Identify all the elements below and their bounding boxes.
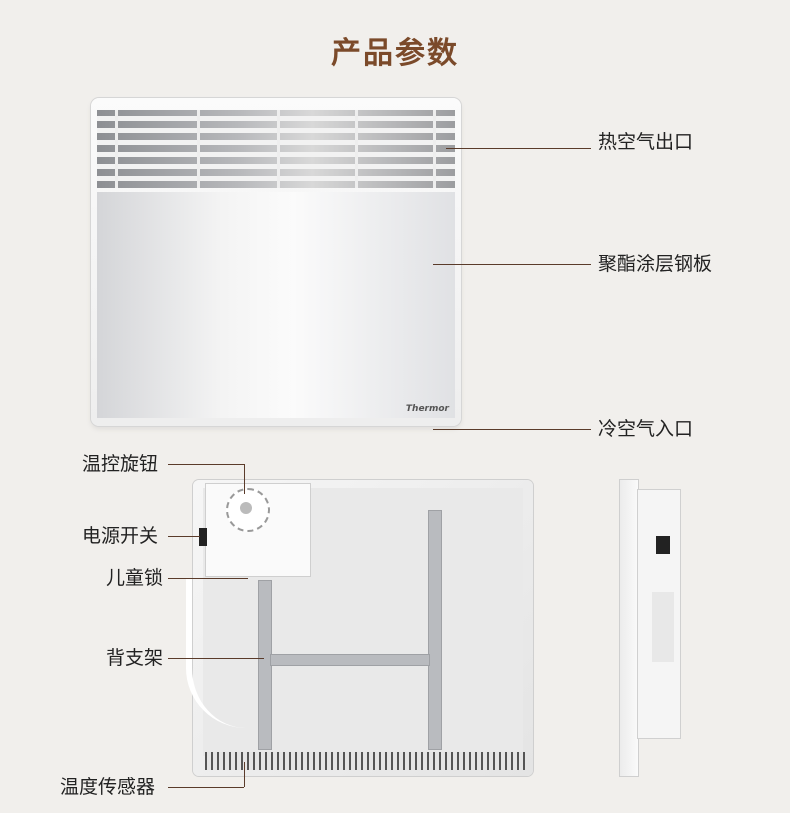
leader-line [168,536,200,537]
leader-line [168,658,264,659]
label-temperature-sensor: 温度传感器 [60,776,156,798]
label-hot-air-outlet: 热空气出口 [598,131,694,153]
side-heater-image [620,480,638,776]
leader-line [446,148,591,149]
rating-label [652,592,674,662]
page-title: 产品参数 [331,36,459,71]
air-outlet-grille [97,110,455,188]
label-child-lock: 儿童锁 [106,567,164,589]
knob-center [240,502,252,514]
front-panel [97,192,455,418]
leader-line [433,429,591,430]
brand-logo: Thermor [405,404,449,414]
side-power-switch [656,536,670,554]
front-heater-image: Thermor [91,98,461,426]
bottom-vents [205,752,525,770]
power-switch [199,528,207,546]
leader-line [433,264,591,265]
label-back-bracket: 背支架 [106,647,164,669]
bracket-cross [270,654,430,666]
leader-line [244,464,245,494]
sensor-cord [186,578,252,728]
bracket-right [428,510,442,750]
label-power-switch: 电源开关 [82,525,159,547]
label-temperature-knob: 温控旋钮 [82,453,159,475]
label-polyester-panel: 聚酯涂层钢板 [598,253,713,275]
leader-line [244,762,245,787]
leader-line [168,464,244,465]
leader-line [168,787,244,788]
label-cold-air-inlet: 冷空气入口 [598,418,694,440]
leader-line [168,578,248,579]
